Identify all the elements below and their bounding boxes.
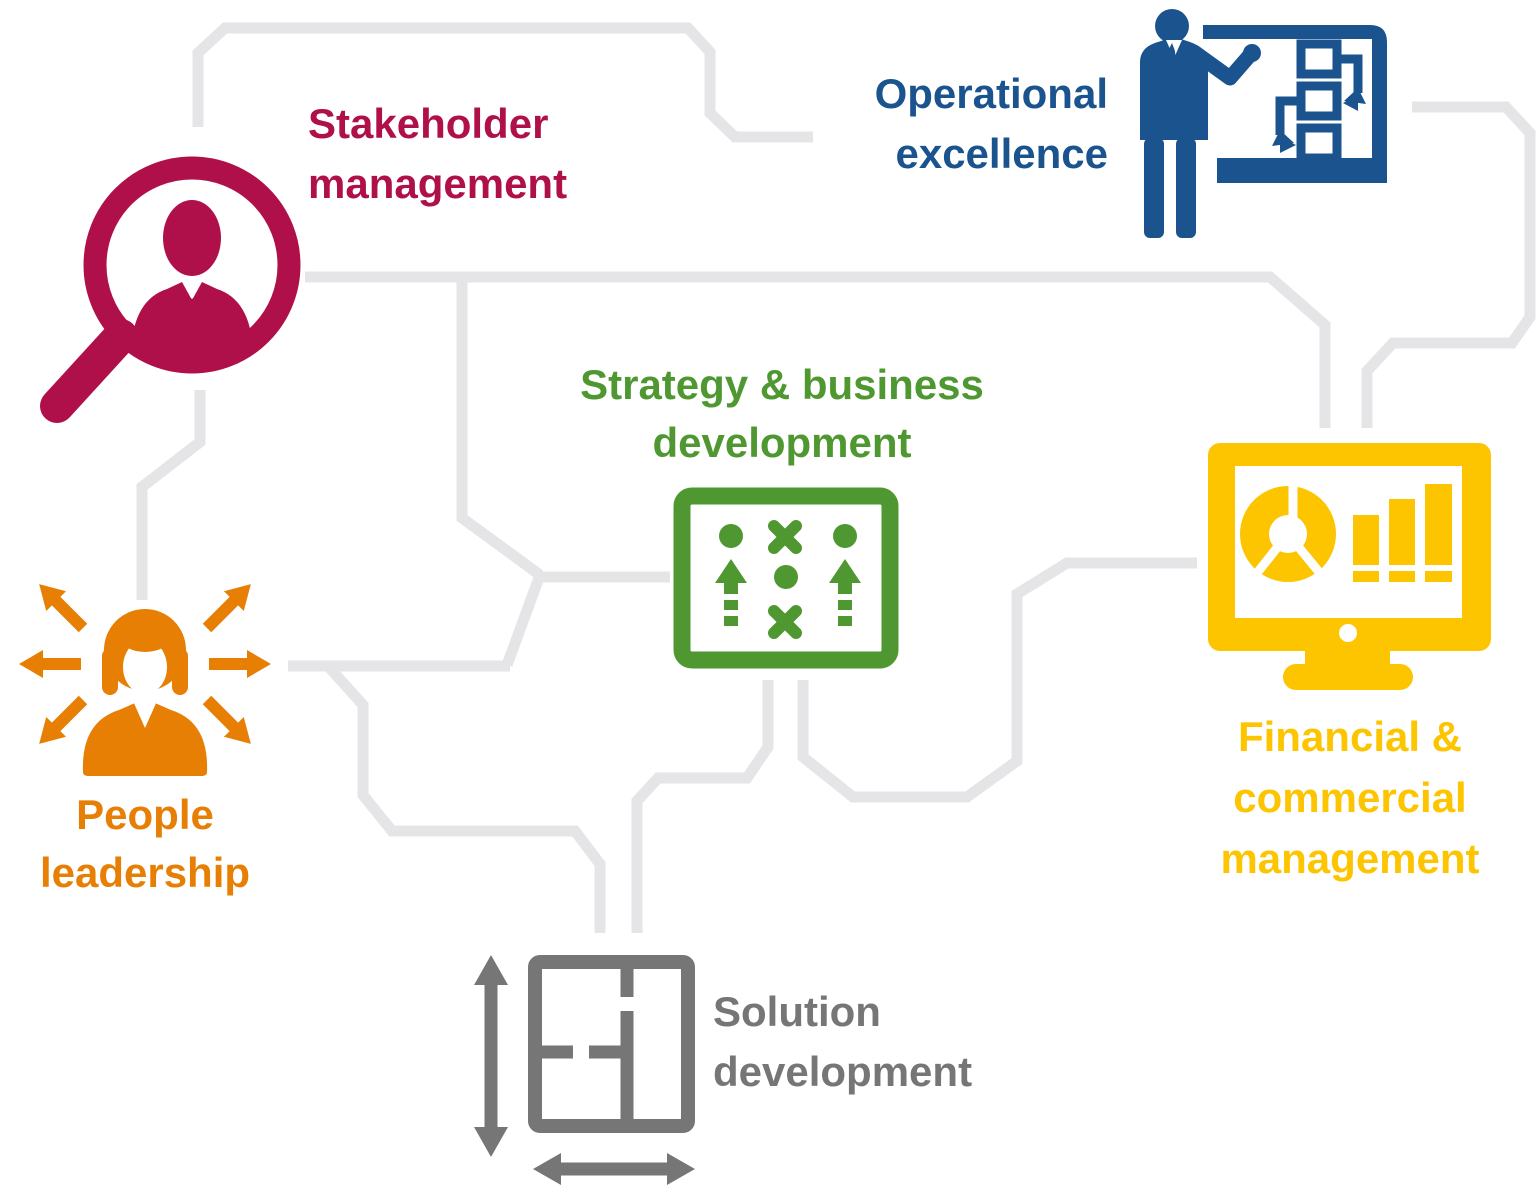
stakeholder-label: Stakeholder management	[308, 94, 567, 214]
strategy-label-line1: Strategy & business	[580, 361, 984, 408]
person-radiating-arrows-icon	[19, 584, 271, 776]
solution-label-line1: Solution	[713, 988, 881, 1035]
monitor-charts-icon	[1208, 443, 1491, 690]
people-label-line1: People	[76, 791, 214, 838]
connector-stakeholder-people	[136, 390, 206, 600]
financial-label-line1: Financial &	[1237, 713, 1463, 760]
connector-stakeholder-operational	[192, 22, 813, 143]
solution-label-line2: development	[713, 1048, 973, 1095]
financial-label-line3: management	[1220, 835, 1480, 882]
operational-label-line2: excellence	[895, 130, 1108, 177]
connector-junction-people	[501, 573, 546, 667]
people-label: People leadership	[0, 786, 295, 902]
connector-branch-junction	[456, 277, 544, 580]
floorplan-measure-icon	[474, 955, 695, 1185]
magnifier-person-icon	[40, 156, 301, 423]
presenter-flowchart-board-icon	[1140, 9, 1387, 238]
connector-people-solution	[323, 662, 606, 933]
financial-label-line2: commercial	[1233, 774, 1467, 821]
people-label-line2: leadership	[39, 849, 251, 896]
tactics-board-icon	[673, 487, 899, 669]
solution-label: Solution development	[713, 982, 972, 1102]
stakeholder-label-line2: management	[308, 160, 568, 207]
operational-label-line1: Operational	[874, 70, 1108, 117]
financial-label: Financial & commercial management	[1152, 706, 1536, 889]
strategy-label: Strategy & business development	[532, 356, 1032, 472]
strategy-label-line2: development	[652, 419, 912, 466]
connector-stakeholder-financial	[305, 271, 1331, 428]
connector-strategy-financial	[797, 557, 1197, 803]
operational-label: Operational excellence	[700, 64, 1108, 184]
connector-strategy-solution	[631, 680, 774, 933]
stakeholder-label-line1: Stakeholder	[308, 100, 549, 147]
connector-operational-financial	[1361, 101, 1536, 428]
